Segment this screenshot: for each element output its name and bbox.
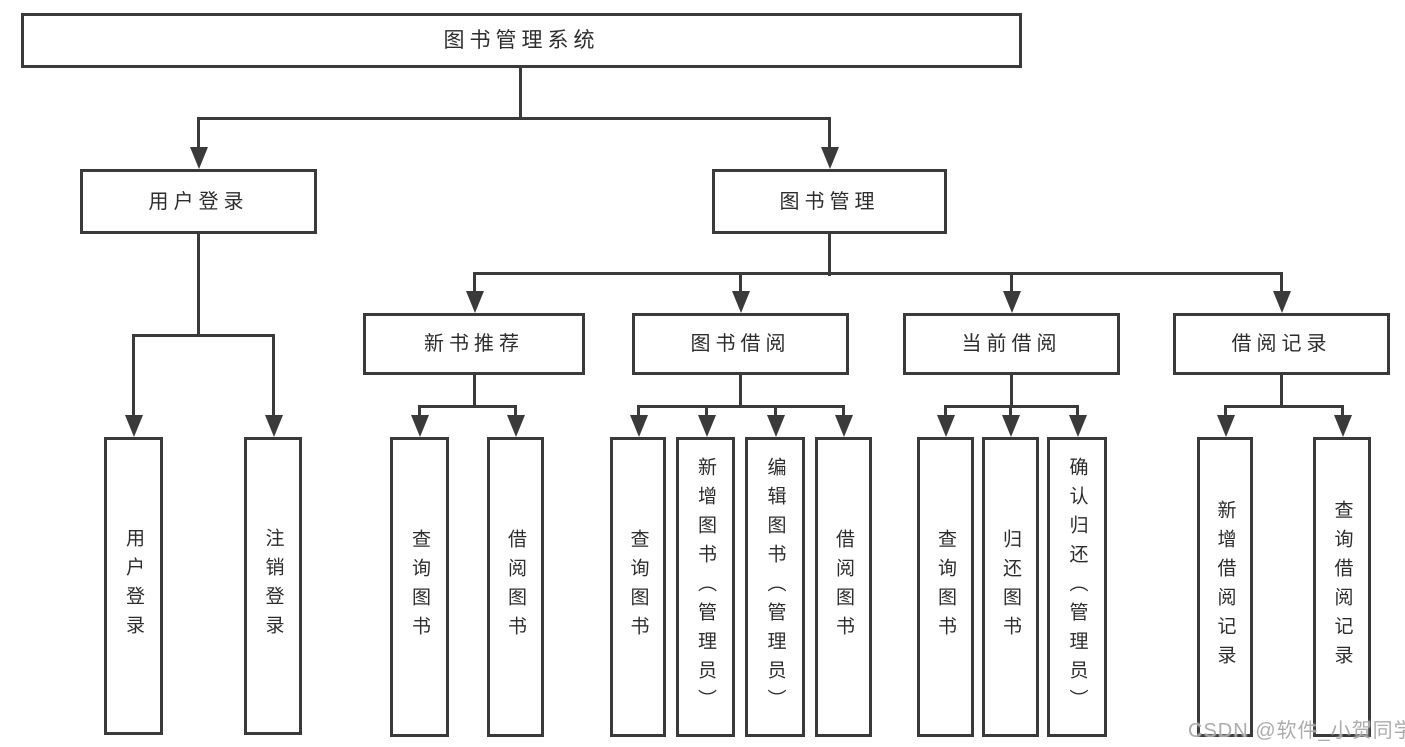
node-add-books-admin: 新增图书（管理员） xyxy=(676,437,735,737)
node-user-login: 用户登录 xyxy=(104,437,163,735)
node-add-borrow-record: 新增借阅记录 xyxy=(1197,437,1253,737)
node-return-books: 归还图书 xyxy=(982,437,1039,737)
node-query-books-2: 查询图书 xyxy=(610,437,666,737)
node-new-book-recommend: 新书推荐 xyxy=(363,313,585,375)
connector-arrow-down xyxy=(629,406,648,437)
node-confirm-return-admin: 确认归还（管理员） xyxy=(1047,437,1107,737)
node-edit-books-admin: 编辑图书（管理员） xyxy=(745,437,805,737)
connector-line xyxy=(418,405,517,408)
connector-arrow-down xyxy=(465,273,484,313)
connector-line xyxy=(1010,375,1013,406)
connector-line xyxy=(1280,375,1283,406)
node-book-borrowing: 图书借阅 xyxy=(632,313,849,375)
connector-line xyxy=(637,405,845,408)
connector-arrow-down xyxy=(834,406,853,437)
connector-arrow-down xyxy=(264,335,283,437)
connector-line xyxy=(828,234,831,276)
connector-arrow-down xyxy=(936,406,955,437)
node-borrow-records: 借阅记录 xyxy=(1173,313,1390,375)
connector-arrow-down xyxy=(124,335,143,437)
connector-arrow-down xyxy=(1001,406,1020,437)
connector-arrow-down xyxy=(731,273,750,313)
node-current-borrowing: 当前借阅 xyxy=(903,313,1120,375)
connector-arrow-down xyxy=(410,406,429,437)
node-borrow-books-1: 借阅图书 xyxy=(487,437,544,737)
connector-arrow-down xyxy=(1068,406,1087,437)
csdn-watermark: CSDN @软件_小贺同学 xyxy=(1188,720,1405,742)
node-query-borrow-record: 查询借阅记录 xyxy=(1313,437,1371,737)
node-query-books-3: 查询图书 xyxy=(917,437,974,737)
connector-arrow-down xyxy=(820,118,839,169)
node-user-login-group: 用户登录 xyxy=(80,169,317,234)
connector-line xyxy=(197,234,200,335)
node-logout: 注销登录 xyxy=(244,437,302,735)
connector-line xyxy=(473,272,1283,275)
connector-line xyxy=(197,117,831,120)
connector-arrow-down xyxy=(766,406,785,437)
connector-arrow-down xyxy=(1002,273,1021,313)
node-borrow-books-2: 借阅图书 xyxy=(815,437,872,737)
connector-arrow-down xyxy=(506,406,525,437)
connector-arrow-down xyxy=(1272,273,1291,313)
connector-line xyxy=(519,68,522,118)
connector-arrow-down xyxy=(1216,406,1235,437)
connector-line xyxy=(132,334,275,337)
node-library-management-system: 图书管理系统 xyxy=(21,13,1022,68)
connector-arrow-down xyxy=(697,406,716,437)
connector-arrow-down xyxy=(1333,406,1352,437)
connector-arrow-down xyxy=(189,118,208,169)
connector-line xyxy=(1224,405,1344,408)
connector-line xyxy=(473,375,476,406)
node-book-management-group: 图书管理 xyxy=(712,169,947,234)
node-query-books-1: 查询图书 xyxy=(390,437,449,737)
connector-line xyxy=(739,375,742,406)
